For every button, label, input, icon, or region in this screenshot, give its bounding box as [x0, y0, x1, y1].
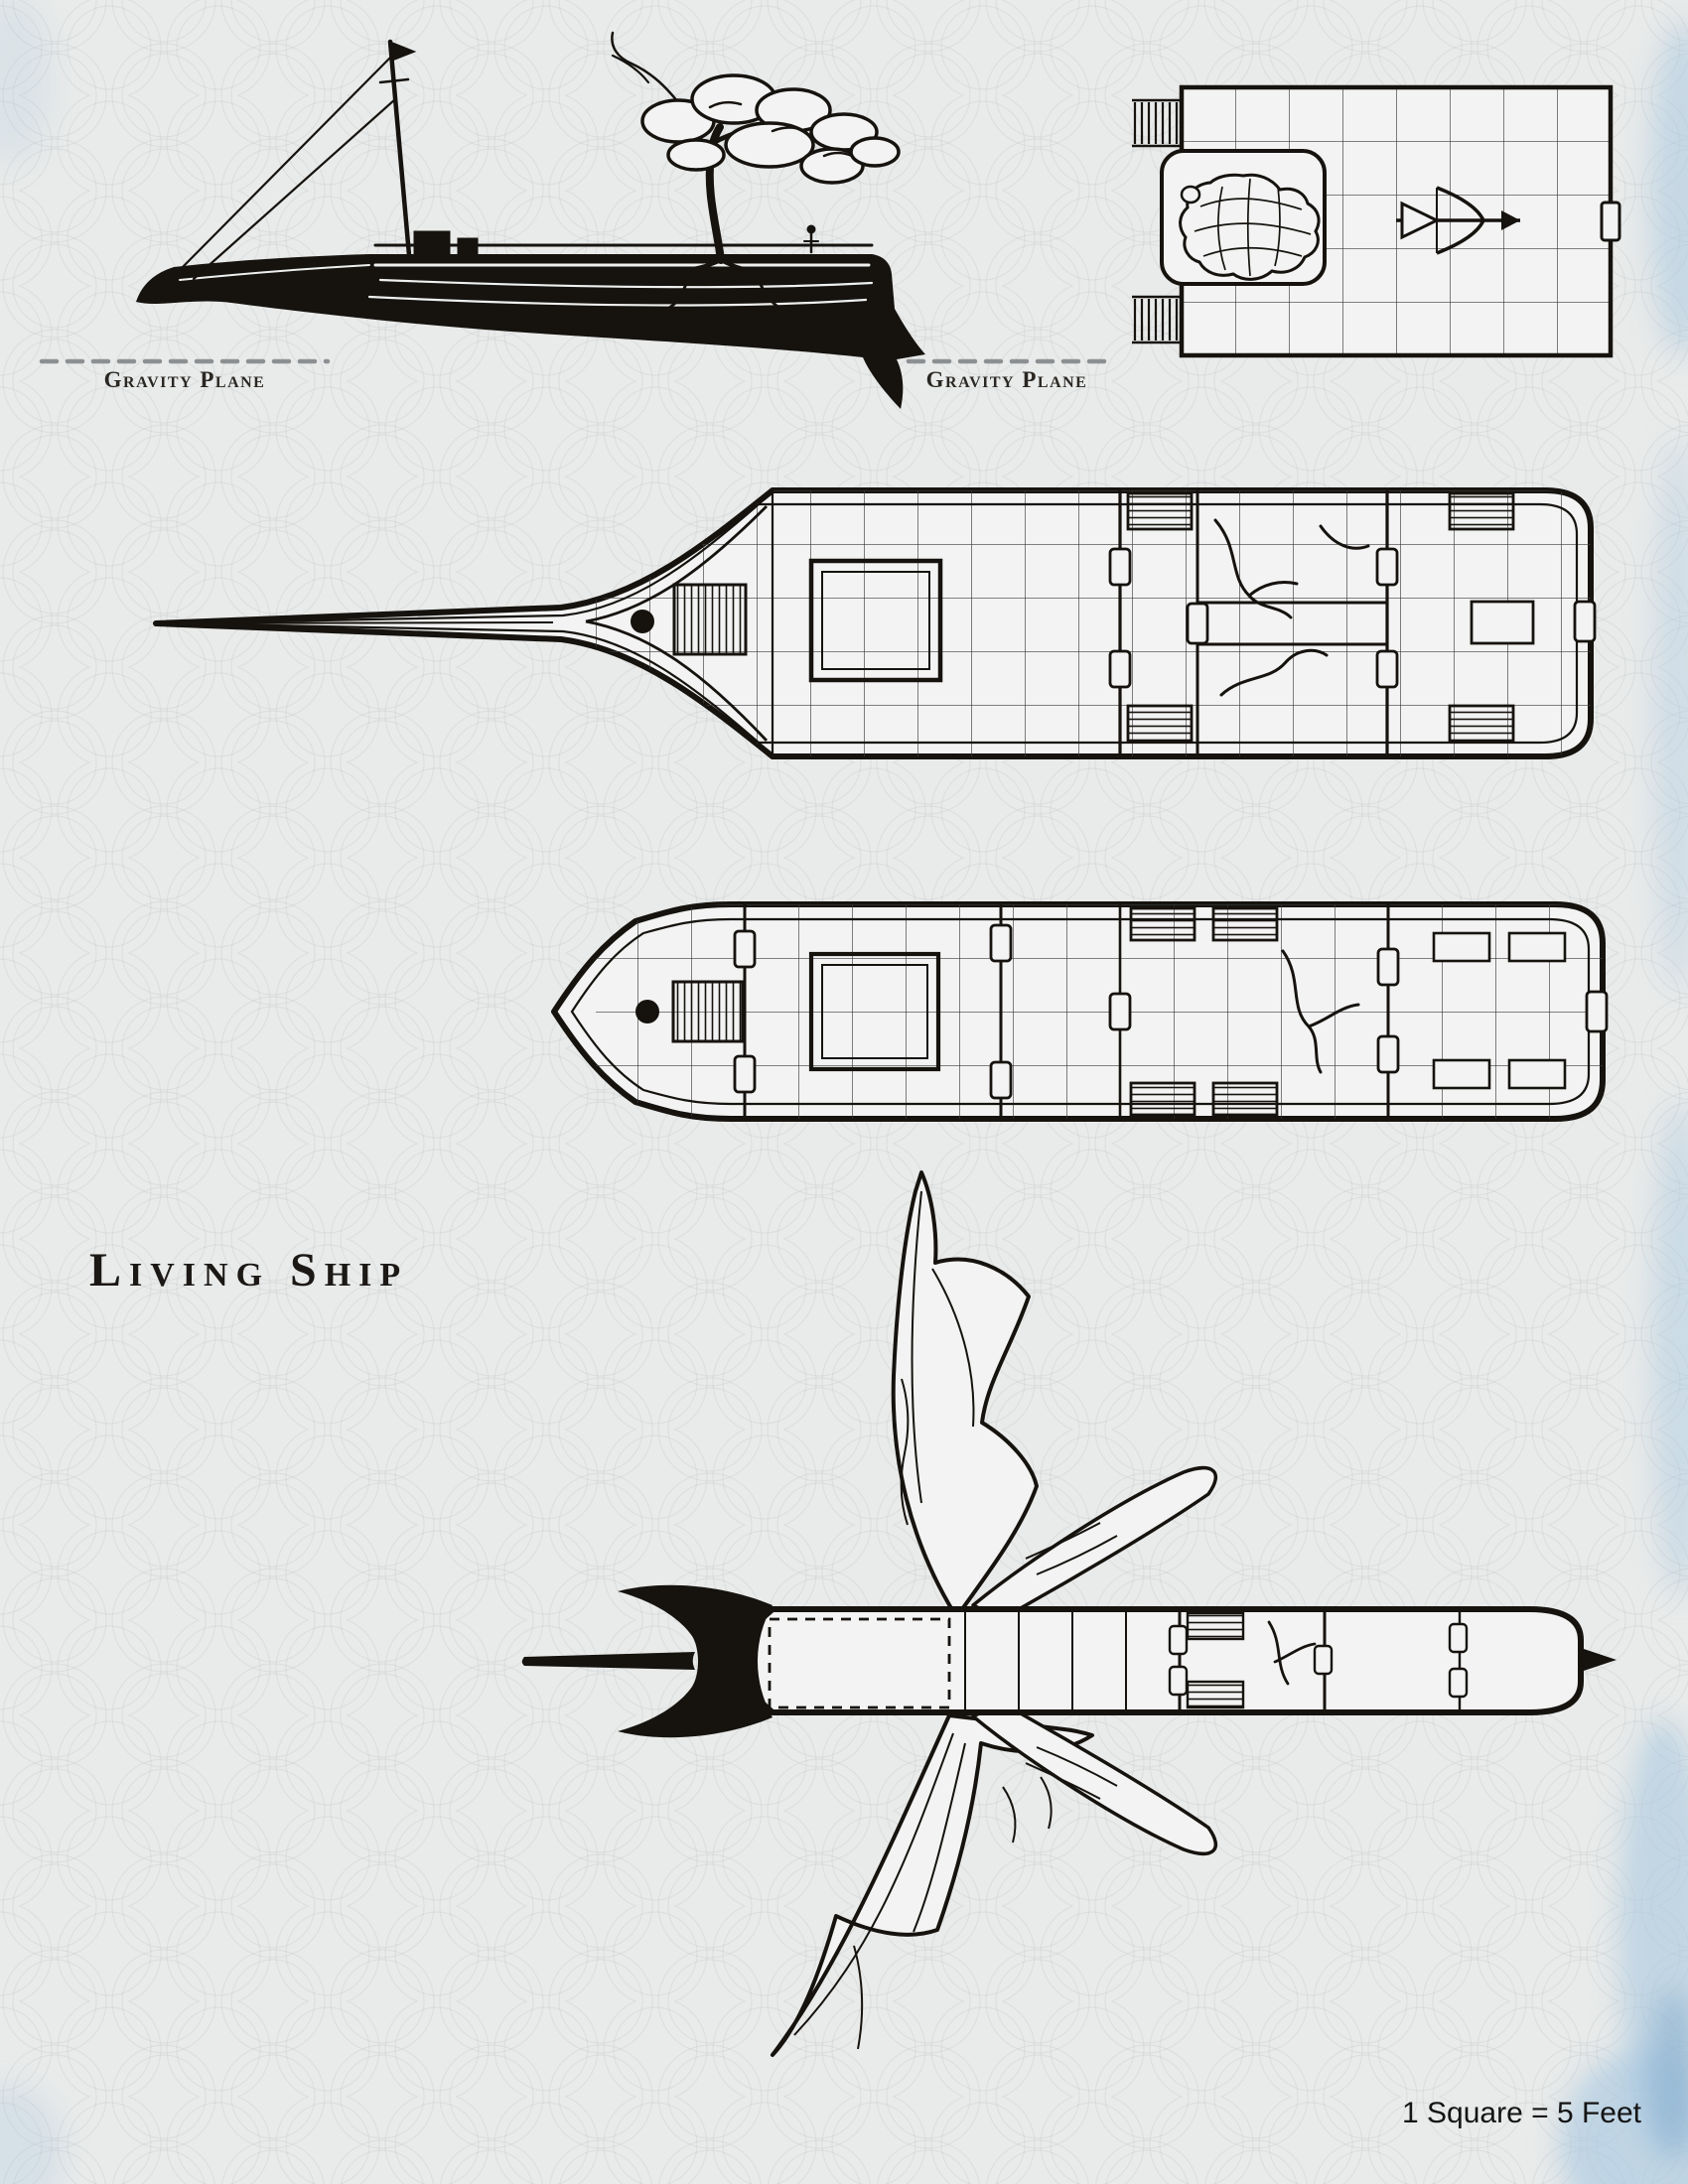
bow-fork [618, 1584, 773, 1738]
capstan [631, 610, 654, 633]
doors [733, 923, 1609, 1100]
deck-grate [671, 980, 745, 1043]
shell-creature [1179, 173, 1321, 281]
hull-silhouette [136, 254, 925, 409]
bunks [1129, 906, 1279, 1117]
root-vines [1267, 1620, 1317, 1686]
stern-table [1470, 600, 1535, 645]
doors [1168, 1622, 1469, 1699]
capstan [635, 1000, 659, 1024]
side-profile-view [39, 31, 1108, 409]
cargo-hatch [808, 558, 943, 683]
deck-grate [672, 583, 748, 656]
upper-wing-veins [900, 1190, 975, 1526]
stern-door [1600, 201, 1621, 242]
doors [1108, 547, 1597, 689]
lower-fin [971, 1701, 1218, 1855]
root-vines [1213, 518, 1370, 697]
stern-spike [1581, 1648, 1617, 1672]
upper-fin [971, 1466, 1218, 1621]
deck-structures [373, 224, 874, 256]
living-tree [611, 31, 901, 314]
ram-spike [521, 1652, 695, 1670]
aft-deck-plan [1132, 84, 1621, 358]
hull-plank-lines [179, 263, 874, 307]
lower-deck-plan [551, 901, 1609, 1122]
cabin-walls [1118, 490, 1389, 756]
lower-wing-veins [793, 1732, 1053, 2050]
forecastle-dashed-outline [768, 1617, 951, 1709]
tree-foliage [640, 73, 901, 185]
gravity-plane-label-right: Gravity Plane [925, 367, 1088, 392]
cargo-hatch [808, 951, 941, 1072]
page-title: Living Ship [89, 1244, 409, 1297]
upper-wing [891, 1170, 1039, 1615]
root-vines [1281, 949, 1360, 1074]
ballista-icon [1396, 186, 1520, 255]
stairs-hatch-top [1132, 98, 1182, 148]
exterior-top-view [521, 1170, 1617, 2057]
bunks [1126, 491, 1515, 744]
tables [1432, 931, 1567, 1090]
mast-and-rigging [175, 39, 417, 281]
main-deck-plan [153, 487, 1597, 759]
stairs-hatch-bottom [1132, 295, 1182, 344]
bunks [1186, 1611, 1245, 1709]
gravity-plane-label-left: Gravity Plane [103, 367, 266, 392]
scale-note: 1 Square = 5 Feet [1402, 2097, 1641, 2129]
